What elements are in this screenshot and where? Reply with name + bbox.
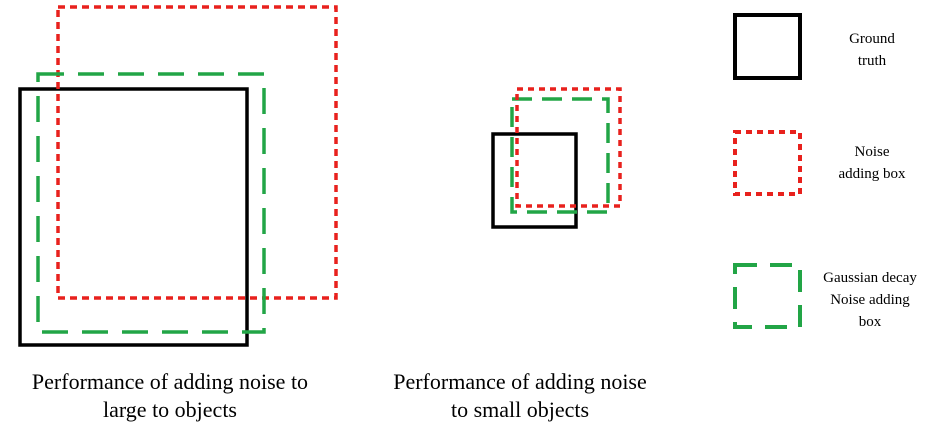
legend-noise-line-2: adding box	[838, 166, 906, 182]
caption-large-line-2: large to objects	[103, 397, 237, 422]
caption-small-line-2: to small objects	[450, 397, 590, 422]
small-gaussian-noise-box	[510, 97, 610, 214]
small-ground-truth-box	[491, 132, 578, 229]
caption-small-objects: Performance of adding noise to small obj…	[390, 368, 650, 424]
small-noise-adding-box	[515, 87, 622, 208]
legend	[733, 13, 802, 329]
large-object-group	[18, 5, 338, 347]
legend-noise-line-1: Noise	[854, 144, 890, 160]
large-gaussian-noise-box	[36, 72, 266, 334]
legend-ground-truth-swatch	[733, 13, 802, 80]
legend-gaussian-noise-label: Gaussian decay Noise adding box	[805, 267, 935, 333]
caption-small-line-1: Performance of adding noise	[393, 369, 647, 394]
legend-gaussian-line-1: Gaussian decay	[823, 270, 917, 286]
legend-ground-truth-line-2: truth	[857, 53, 887, 69]
large-ground-truth-box	[18, 87, 249, 347]
legend-noise-adding-label: Noise adding box	[812, 141, 932, 185]
caption-large-objects: Performance of adding noise to large to …	[0, 368, 340, 424]
legend-gaussian-noise-swatch	[733, 263, 802, 329]
legend-gaussian-line-2: Noise adding	[830, 292, 910, 308]
large-noise-adding-box	[56, 5, 338, 300]
caption-large-line-1: Performance of adding noise to	[31, 369, 309, 394]
legend-ground-truth-line-1: Ground	[849, 31, 895, 47]
small-object-group	[491, 87, 622, 229]
legend-noise-adding-swatch	[733, 130, 802, 196]
legend-gaussian-line-3: box	[858, 314, 882, 330]
legend-ground-truth-label: Ground truth	[812, 28, 932, 72]
